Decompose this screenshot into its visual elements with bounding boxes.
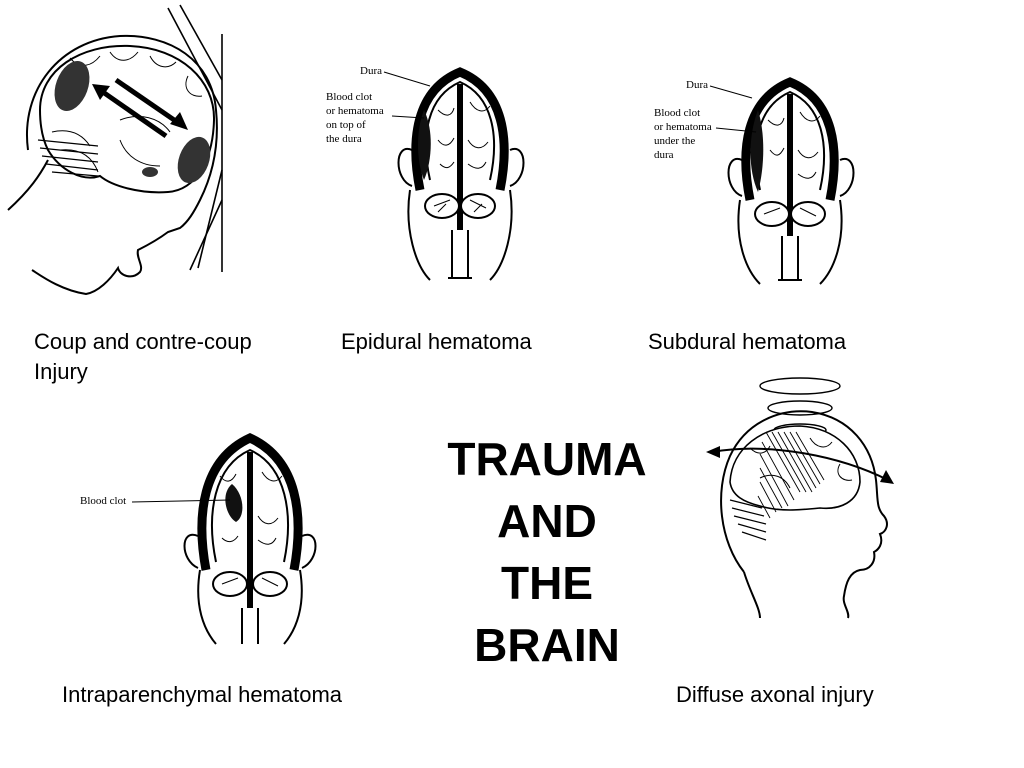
subdural-clot xyxy=(750,110,764,192)
impact-surface xyxy=(167,4,223,272)
caption-coup: Coup and contre-coup Injury xyxy=(34,329,252,384)
skull xyxy=(741,77,839,201)
caption-epidural: Epidural hematoma xyxy=(341,329,532,354)
caption-intraparenchymal: Intraparenchymal hematoma xyxy=(62,682,343,707)
diffuse-axonal-injury-illustration xyxy=(706,377,894,619)
epidural-hematoma-illustration: Dura Blood clot or hematoma on top of th… xyxy=(326,65,525,281)
skull xyxy=(411,67,509,191)
intraparenchymal-hematoma-illustration: Blood clot xyxy=(80,433,317,645)
head-outline xyxy=(720,410,888,619)
intraparenchymal-clot xyxy=(225,484,243,522)
main-title: TRAUMA AND THE BRAIN xyxy=(447,433,647,671)
subdural-label-clot-3: under the xyxy=(654,135,695,147)
subdural-label-clot-1: Blood clot xyxy=(654,107,700,119)
subdural-label-clot-4: dura xyxy=(654,149,674,161)
epidural-label-clot-1: Blood clot xyxy=(326,91,372,103)
subdural-label-dura: Dura xyxy=(686,79,708,91)
coup-bruise xyxy=(54,60,90,112)
subdural-label-clot-2: or hematoma xyxy=(654,121,712,133)
epidural-clot xyxy=(418,110,431,180)
head-outline xyxy=(26,34,218,296)
epidural-label-dura: Dura xyxy=(360,65,382,77)
caption-diffuse-axonal: Diffuse axonal injury xyxy=(676,682,874,707)
intra-label-clot: Blood clot xyxy=(80,495,126,507)
motion-arrows-icon xyxy=(98,77,182,139)
shear-zone xyxy=(757,431,825,519)
epidural-label-clot-2: or hematoma xyxy=(326,105,384,117)
coup-contrecoup-illustration xyxy=(7,4,223,296)
subdural-hematoma-illustration: Dura Blood clot or hematoma under the du… xyxy=(654,77,855,285)
rotation-arrow-icon xyxy=(711,447,889,481)
epidural-label-clot-4: the dura xyxy=(326,133,362,145)
contrecoup-bruise xyxy=(177,136,211,184)
skull xyxy=(197,433,303,571)
epidural-label-clot-3: on top of xyxy=(326,119,366,131)
caption-subdural: Subdural hematoma xyxy=(648,329,847,354)
